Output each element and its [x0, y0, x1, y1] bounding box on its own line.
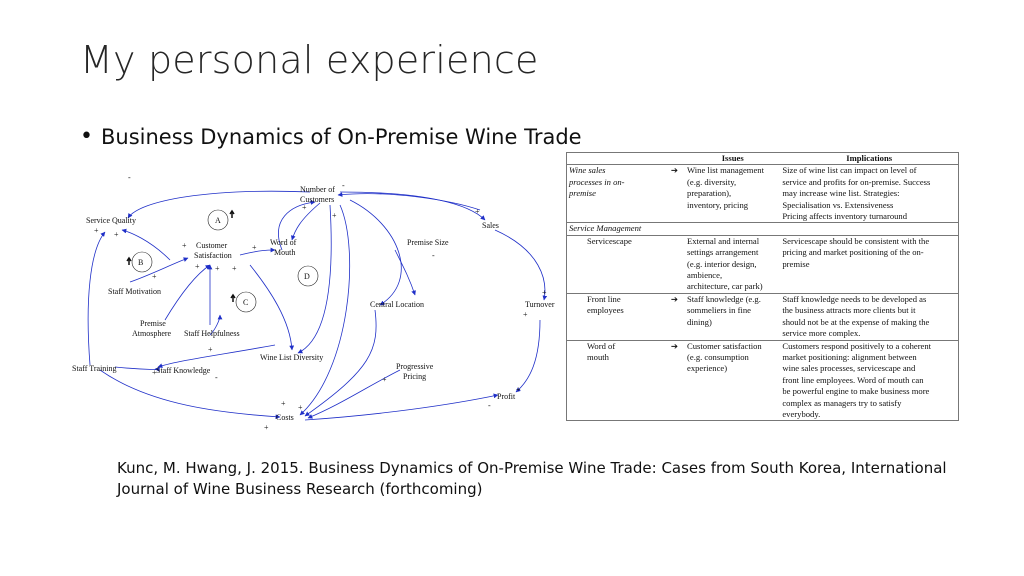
node-central-location: Central Location — [370, 300, 424, 309]
svg-text:+: + — [195, 262, 200, 271]
svg-text:+: + — [332, 211, 337, 220]
svg-text:+: + — [215, 264, 220, 273]
svg-text:-: - — [488, 401, 491, 410]
implications-cell: Staff knowledge needs to be developed as… — [780, 292, 959, 340]
svg-text:+: + — [232, 264, 237, 273]
bullet-item: • Business Dynamics of On-Premise Wine T… — [80, 124, 582, 149]
node-word-of-mouth: Word of — [270, 238, 297, 247]
node-word-of-mouth-line2: Mouth — [274, 248, 295, 257]
table-row: Word of mouth ➔ Customer satisfaction (e… — [566, 339, 959, 421]
node-costs: Costs — [276, 413, 294, 422]
node-profit: Profit — [497, 392, 516, 401]
issues-cell: Wine list management (e.g. diversity, pr… — [687, 165, 764, 210]
arrow-icon: ➔ — [664, 339, 686, 421]
issues-cell: External and internal settings arrangeme… — [685, 234, 781, 294]
node-number-of-customers-line2: Customers — [300, 195, 334, 204]
header-issues: Issues — [685, 152, 781, 166]
node-service-quality: Service Quality — [86, 216, 136, 225]
node-number-of-customers: Number of — [300, 185, 335, 194]
loop-b: B — [131, 251, 153, 273]
node-turnover: Turnover — [525, 300, 555, 309]
category-cell: Wine sales processes in on- premise — [569, 165, 625, 199]
svg-text:+: + — [475, 207, 480, 216]
loop-d-label: D — [304, 272, 310, 281]
svg-text:+: + — [94, 226, 99, 235]
node-premise-size: Premise Size — [407, 238, 449, 247]
issues-table: Issues Implications Wine sales processes… — [566, 152, 959, 422]
node-sales: Sales — [482, 221, 499, 230]
svg-text:-: - — [128, 173, 131, 182]
implications-cell: Customers respond positively to a cohere… — [780, 339, 959, 421]
svg-text:+: + — [281, 399, 286, 408]
svg-text:+: + — [302, 203, 307, 212]
implications-cell: Servicescape should be consistent with t… — [780, 234, 959, 294]
svg-text:-: - — [432, 251, 435, 260]
node-customer-satisfaction: Customer — [196, 241, 227, 250]
node-staff-motivation: Staff Motivation — [108, 287, 161, 296]
category-cell: Word of mouth — [566, 339, 664, 421]
loop-c-label: C — [243, 298, 248, 307]
node-staff-training: Staff Training — [72, 364, 117, 373]
svg-text:+: + — [523, 310, 528, 319]
svg-text:+: + — [152, 368, 157, 377]
svg-text:+: + — [516, 385, 521, 394]
svg-text:+: + — [298, 403, 303, 412]
bullet-text: Business Dynamics of On-Premise Wine Tra… — [100, 124, 582, 149]
node-staff-knowledge: Staff Knowledge — [156, 366, 211, 375]
section-row: Service Management — [566, 222, 959, 236]
loop-d: D — [297, 265, 319, 287]
node-wine-list-diversity: Wine List Diversity — [260, 353, 323, 362]
table-row: Servicescape External and internal setti… — [566, 234, 959, 294]
loop-a: A — [207, 209, 229, 231]
node-premise-atmosphere-line2: Atmosphere — [132, 329, 172, 338]
svg-text:+: + — [252, 243, 257, 252]
node-customer-satisfaction-line2: Satisfaction — [194, 251, 232, 260]
loop-b-label: B — [138, 258, 143, 267]
loop-a-label: A — [215, 216, 221, 225]
svg-text:-: - — [215, 373, 218, 382]
arrow-icon: ➔ — [664, 292, 686, 340]
issues-cell: Customer satisfaction (e.g. consumption … — [685, 339, 781, 421]
table-header-row: Issues Implications — [566, 152, 959, 166]
svg-text:+: + — [382, 375, 387, 384]
svg-text:+: + — [114, 230, 119, 239]
node-progressive-pricing: Progressive — [396, 362, 434, 371]
arrow-icon: ➔ — [670, 165, 679, 176]
category-cell: Servicescape — [566, 234, 664, 294]
citation: Kunc, M. Hwang, J. 2015. Business Dynami… — [117, 459, 947, 498]
table-row: Front line employees ➔ Staff knowledge (… — [566, 292, 959, 340]
category-cell: Front line employees — [566, 292, 664, 340]
loop-c-direction-icon — [230, 293, 236, 302]
loop-c: C — [235, 291, 257, 313]
svg-text:+: + — [152, 272, 157, 281]
svg-text:-: - — [342, 181, 345, 190]
polarity-signs: + - + + - + + + + + + + + - + + + + - + … — [94, 173, 547, 432]
header-implications: Implications — [780, 152, 959, 166]
svg-text:+: + — [208, 345, 213, 354]
loop-a-direction-icon — [229, 209, 235, 218]
causal-arrows — [87, 190, 548, 421]
node-staff-helpfulness: Staff Helpfulness — [184, 329, 240, 338]
issues-cell: Staff knowledge (e.g. sommeliers in fine… — [685, 292, 781, 340]
node-premise-atmosphere: Premise — [140, 319, 166, 328]
svg-text:+: + — [542, 288, 547, 297]
slide-title: My personal experience — [80, 38, 539, 82]
loop-b-direction-icon — [126, 256, 132, 265]
section-service-management: Service Management — [566, 222, 959, 236]
svg-text:+: + — [264, 423, 269, 432]
table-row: Wine sales processes in on- premise ➔ Wi… — [567, 165, 959, 223]
svg-text:+: + — [182, 241, 187, 250]
implications-cell: Size of wine list can impact on level of… — [782, 165, 931, 222]
bullet-icon: • — [80, 124, 93, 149]
causal-loop-diagram: A B C D + - + + - + + + + + + + + - + + … — [72, 173, 555, 432]
node-progressive-pricing-line2: Pricing — [403, 372, 426, 381]
